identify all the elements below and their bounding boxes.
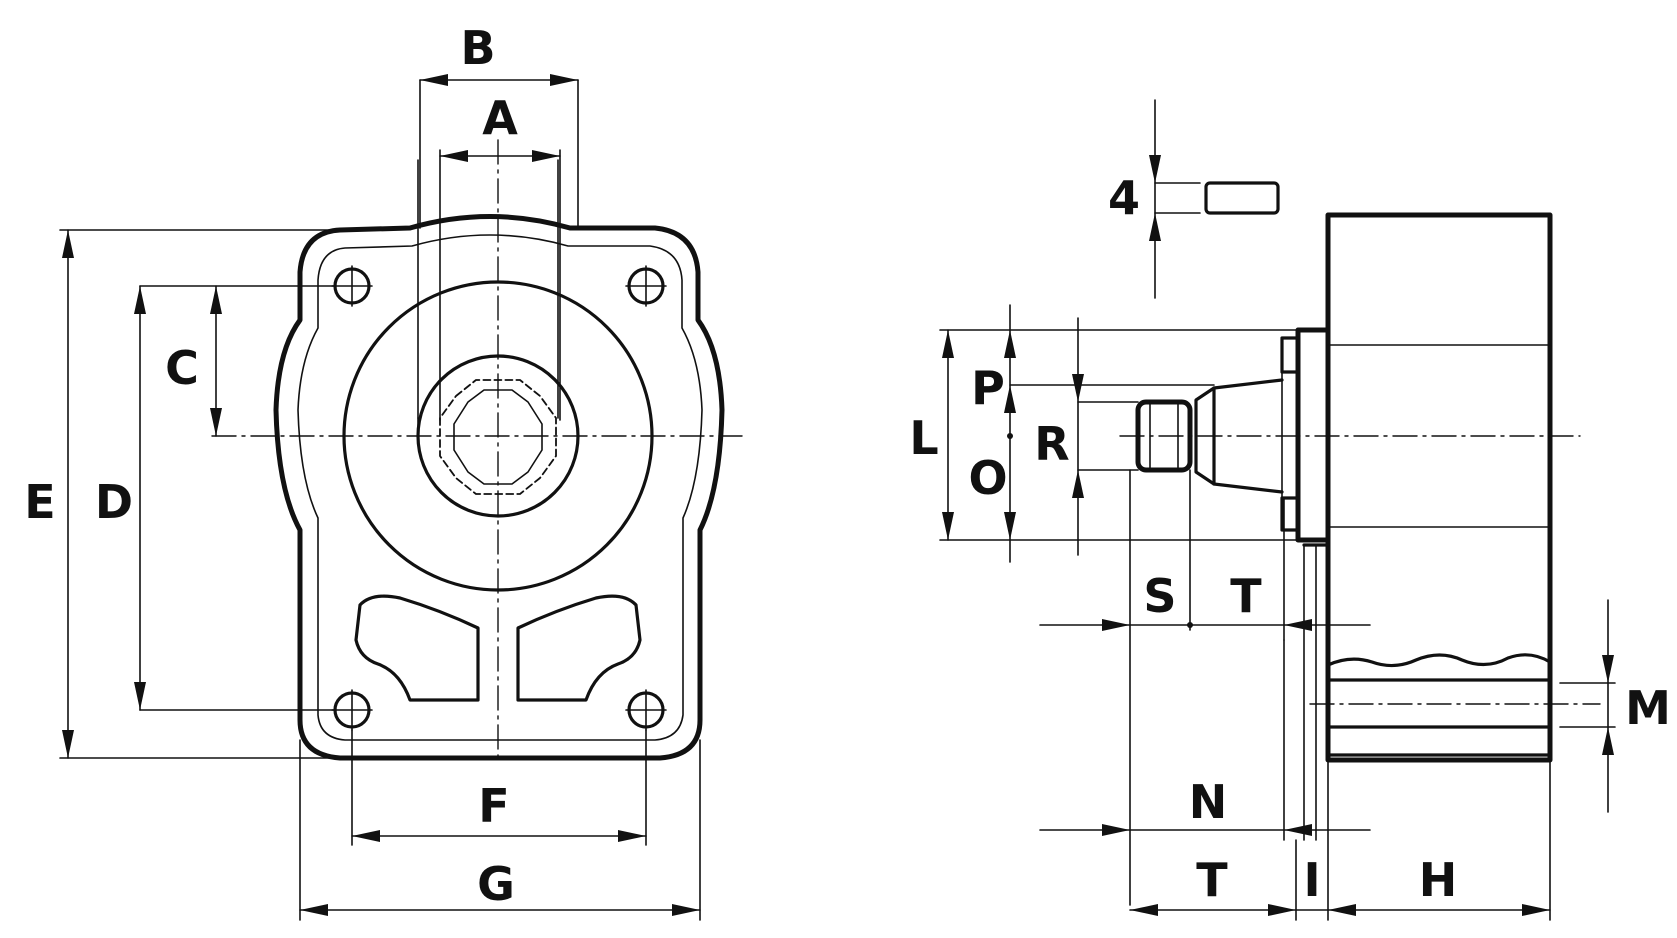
- label-h: H: [1419, 853, 1458, 907]
- port-section-bottom: [1326, 725, 1552, 757]
- label-t-upper: T: [1230, 569, 1262, 623]
- front-dimensions: [59, 74, 701, 921]
- label-p: P: [971, 361, 1005, 415]
- label-o: O: [968, 451, 1007, 505]
- front-inner-outline: [297, 234, 703, 741]
- label-e: E: [24, 475, 55, 529]
- label-t-lower: T: [1196, 853, 1228, 907]
- port-section-top: [1326, 653, 1552, 682]
- side-shaft-taper: [1194, 378, 1284, 494]
- label-a: A: [482, 91, 518, 145]
- label-c: C: [165, 341, 199, 395]
- label-l: L: [909, 411, 938, 465]
- front-spline: [439, 379, 557, 495]
- bolt-hole-bottom-right: [625, 689, 667, 731]
- label-f: F: [478, 779, 509, 833]
- side-flange: [1295, 327, 1331, 543]
- port-right: [516, 594, 642, 702]
- label-4: 4: [1108, 171, 1140, 225]
- bolt-hole-bottom-left: [331, 689, 373, 731]
- label-g: G: [477, 857, 515, 911]
- label-i: I: [1303, 853, 1320, 907]
- side-body: [1325, 212, 1553, 763]
- front-view: [211, 139, 743, 761]
- front-body-outline: [273, 214, 725, 761]
- key: [1204, 181, 1280, 215]
- label-d: D: [95, 475, 133, 529]
- label-r: R: [1034, 417, 1069, 471]
- front-spline-inner: [453, 389, 543, 485]
- bolt-hole-top-right: [625, 265, 667, 307]
- label-s: S: [1143, 569, 1176, 623]
- label-n: N: [1189, 775, 1228, 829]
- side-dimensions: [939, 304, 1616, 921]
- label-b: B: [460, 21, 495, 75]
- label-m: M: [1625, 681, 1671, 735]
- side-view: [1119, 99, 1601, 841]
- port-left: [354, 594, 480, 702]
- bolt-hole-top-left: [331, 265, 373, 307]
